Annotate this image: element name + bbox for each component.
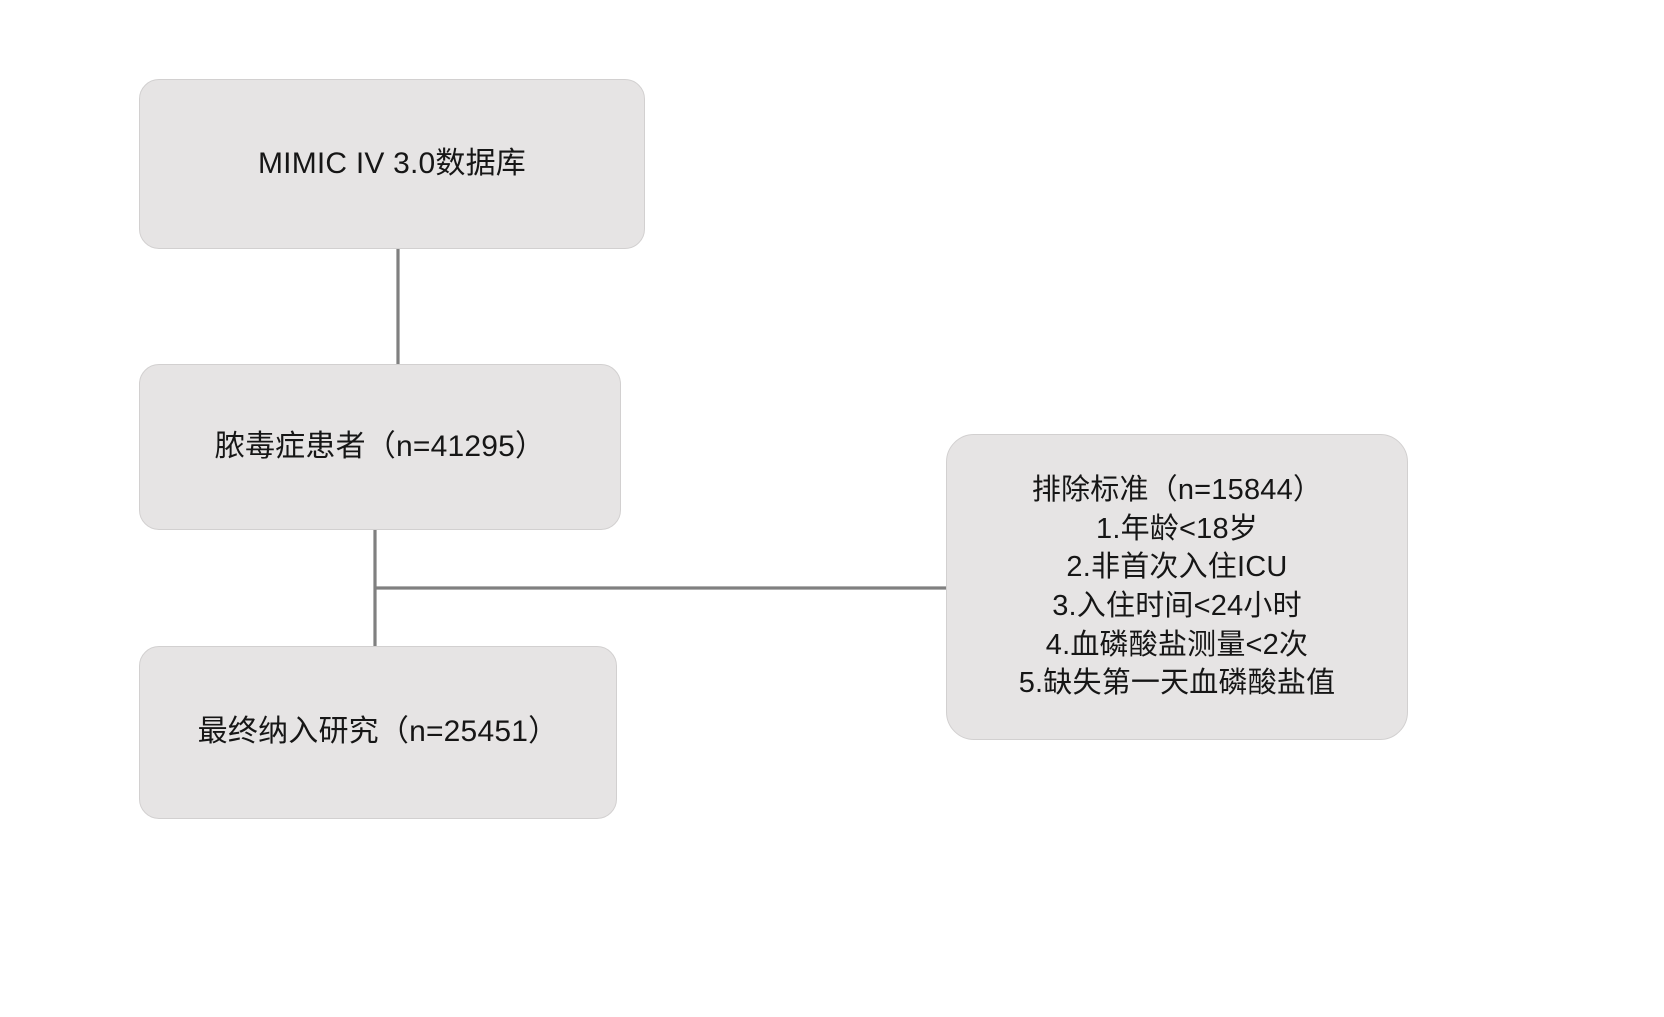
exclusion-criterion-1: 1.年龄<18岁	[1096, 512, 1258, 545]
node-final-cohort-label: 最终纳入研究（n=25451）	[197, 715, 559, 749]
exclusion-criterion-2: 2.非首次入住ICU	[1066, 551, 1288, 584]
exclusion-criterion-4: 4.血磷酸盐测量<2次	[1045, 628, 1309, 661]
exclusion-criterion-5: 5.缺失第一天血磷酸盐值	[1018, 667, 1336, 700]
exclusion-heading: 排除标准（n=15844）	[1031, 474, 1323, 507]
node-sepsis-patients[interactable]: 脓毒症患者（n=41295）	[139, 364, 621, 530]
node-sepsis-patients-label: 脓毒症患者（n=41295）	[214, 429, 546, 463]
node-exclusion-criteria[interactable]: 排除标准（n=15844） 1.年龄<18岁 2.非首次入住ICU 3.入住时间…	[946, 434, 1408, 740]
exclusion-criterion-3: 3.入住时间<24小时	[1052, 590, 1302, 622]
node-final-cohort[interactable]: 最终纳入研究（n=25451）	[139, 646, 617, 819]
node-database[interactable]: MIMIC IV 3.0数据库	[139, 79, 645, 249]
node-database-label: MIMIC IV 3.0数据库	[257, 146, 527, 180]
